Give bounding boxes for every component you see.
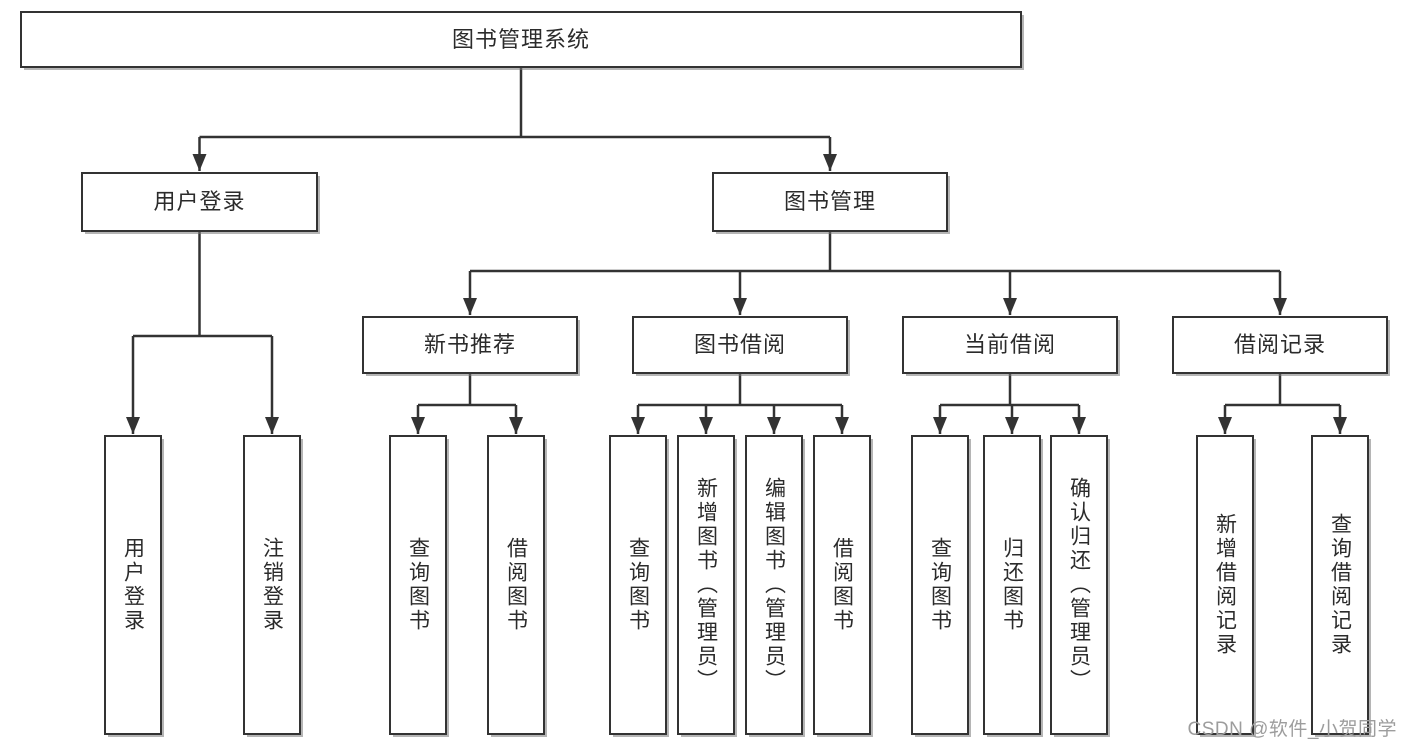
node-label-leaf-add-borrow-record: 新增借阅记录: [1213, 513, 1237, 657]
watermark-label: CSDN @软件_小贺同学: [1187, 719, 1397, 740]
arrowhead-leaf-borrow-book-recommend: [509, 417, 523, 434]
node-label-book-management: 图书管理: [783, 189, 876, 215]
node-leaf-return-book[interactable]: 归还图书: [983, 435, 1041, 735]
arrowhead-borrow-record: [1273, 298, 1287, 315]
arrowhead-leaf-edit-book: [767, 417, 781, 434]
arrowhead-leaf-query-book-recommend: [411, 417, 425, 434]
node-leaf-query-book-current[interactable]: 查询图书: [911, 435, 969, 735]
node-leaf-add-borrow-record[interactable]: 新增借阅记录: [1196, 435, 1254, 735]
arrowhead-leaf-query-borrow-record: [1333, 417, 1347, 434]
node-leaf-borrow-book[interactable]: 借阅图书: [813, 435, 871, 735]
arrowhead-leaf-add-borrow-record: [1218, 417, 1232, 434]
node-label-book-borrow: 图书借阅: [693, 332, 786, 358]
arrowhead-leaf-user-logout: [265, 417, 279, 434]
arrowhead-leaf-user-login: [126, 417, 140, 434]
arrowhead-book-borrow: [733, 298, 747, 315]
arrowhead-user-login: [192, 154, 207, 171]
arrowhead-leaf-query-book-borrow: [631, 417, 645, 434]
node-label-leaf-user-login: 用户登录: [121, 537, 145, 633]
node-label-leaf-confirm-return: 确认归还（管理员）: [1067, 477, 1091, 693]
node-leaf-confirm-return[interactable]: 确认归还（管理员）: [1050, 435, 1108, 735]
node-label-current-borrow: 当前借阅: [963, 332, 1056, 358]
node-leaf-user-logout[interactable]: 注销登录: [243, 435, 301, 735]
node-label-leaf-user-logout: 注销登录: [260, 537, 284, 633]
node-label-leaf-query-book-borrow: 查询图书: [626, 537, 650, 633]
node-label-user-login: 用户登录: [153, 189, 246, 215]
node-user-login[interactable]: 用户登录: [81, 172, 318, 232]
node-leaf-query-book-recommend[interactable]: 查询图书: [389, 435, 447, 735]
node-label-borrow-record: 借阅记录: [1233, 332, 1326, 358]
node-label-new-book-recommend: 新书推荐: [423, 332, 516, 358]
arrowhead-leaf-confirm-return: [1072, 417, 1086, 434]
node-book-management[interactable]: 图书管理: [712, 172, 948, 232]
node-leaf-query-borrow-record[interactable]: 查询借阅记录: [1311, 435, 1369, 735]
node-leaf-user-login[interactable]: 用户登录: [104, 435, 162, 735]
node-label-root: 图书管理系统: [451, 26, 590, 52]
node-root[interactable]: 图书管理系统: [20, 11, 1022, 68]
arrowhead-new-book-recommend: [463, 298, 477, 315]
node-label-leaf-query-book-recommend: 查询图书: [406, 537, 430, 633]
arrowhead-leaf-add-book: [699, 417, 713, 434]
node-current-borrow[interactable]: 当前借阅: [902, 316, 1118, 374]
node-borrow-record[interactable]: 借阅记录: [1172, 316, 1388, 374]
node-leaf-query-book-borrow[interactable]: 查询图书: [609, 435, 667, 735]
node-label-leaf-query-book-current: 查询图书: [928, 537, 952, 633]
arrowhead-leaf-query-book-current: [933, 417, 947, 434]
node-book-borrow[interactable]: 图书借阅: [632, 316, 848, 374]
node-label-leaf-query-borrow-record: 查询借阅记录: [1328, 513, 1352, 657]
arrowhead-current-borrow: [1003, 298, 1017, 315]
node-label-leaf-add-book: 新增图书（管理员）: [694, 477, 718, 693]
arrowhead-book-management: [823, 154, 837, 171]
node-label-leaf-return-book: 归还图书: [1000, 537, 1024, 633]
node-leaf-edit-book[interactable]: 编辑图书（管理员）: [745, 435, 803, 735]
arrowhead-leaf-borrow-book: [835, 417, 849, 434]
node-label-leaf-borrow-book-recommend: 借阅图书: [504, 537, 528, 633]
node-leaf-add-book[interactable]: 新增图书（管理员）: [677, 435, 735, 735]
node-label-leaf-borrow-book: 借阅图书: [830, 537, 854, 633]
node-label-leaf-edit-book: 编辑图书（管理员）: [762, 477, 786, 693]
node-leaf-borrow-book-recommend[interactable]: 借阅图书: [487, 435, 545, 735]
arrowhead-leaf-return-book: [1005, 417, 1019, 434]
node-new-book-recommend[interactable]: 新书推荐: [362, 316, 578, 374]
